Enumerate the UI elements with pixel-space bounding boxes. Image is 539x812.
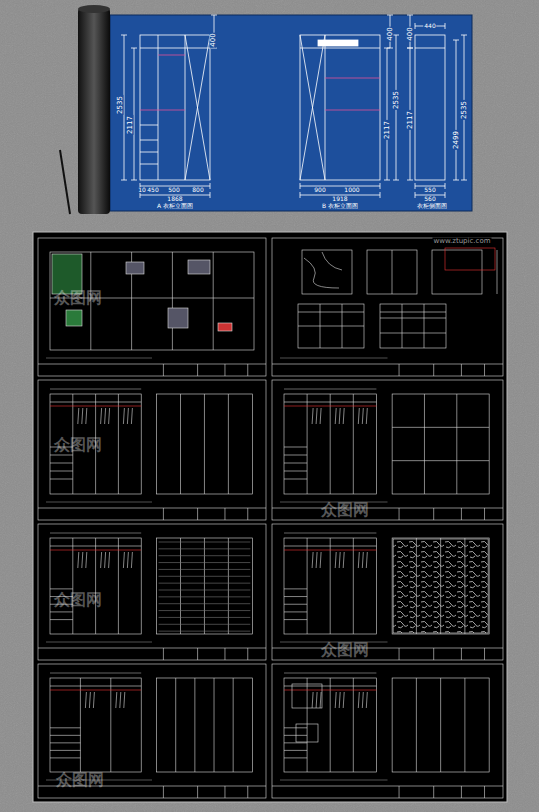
dimension: 2535 (393, 90, 400, 110)
dimension: 2117 (127, 115, 134, 135)
view-title: B 衣柜立面图 (321, 203, 359, 209)
dimension: 500 (167, 187, 180, 193)
dimension: 400 (407, 26, 414, 41)
dimension: 400 (387, 26, 394, 41)
dimension: 2535 (117, 95, 124, 115)
dimension: 400 (210, 32, 217, 47)
dimension: 900 (313, 187, 326, 193)
watermark: 众图网 (320, 642, 370, 658)
dimension: 2117 (384, 120, 391, 140)
dimension: 2535 (461, 100, 468, 120)
dimension: 550 (423, 187, 436, 193)
watermark: 众图网 (53, 437, 103, 453)
website-watermark: www.ztupic.com (432, 238, 491, 245)
dimension: 2117 (407, 110, 414, 130)
dimension: 2499 (453, 130, 460, 150)
watermark: 众图网 (53, 592, 103, 608)
view-title: 衣柜侧面图 (416, 203, 448, 209)
dimension: 560 (423, 196, 436, 202)
watermark: 众图网 (320, 502, 370, 518)
dimension: 440 (423, 23, 436, 29)
dimension: 800 (191, 187, 204, 193)
view-title: A 衣柜立面图 (156, 203, 194, 209)
watermark: 众图网 (55, 772, 105, 788)
dimension: 450 (146, 187, 159, 193)
dimension: 1868 (166, 196, 183, 202)
dimension: 1918 (331, 196, 348, 202)
watermark: 众图网 (53, 290, 103, 306)
dimension: 1000 (343, 187, 360, 193)
